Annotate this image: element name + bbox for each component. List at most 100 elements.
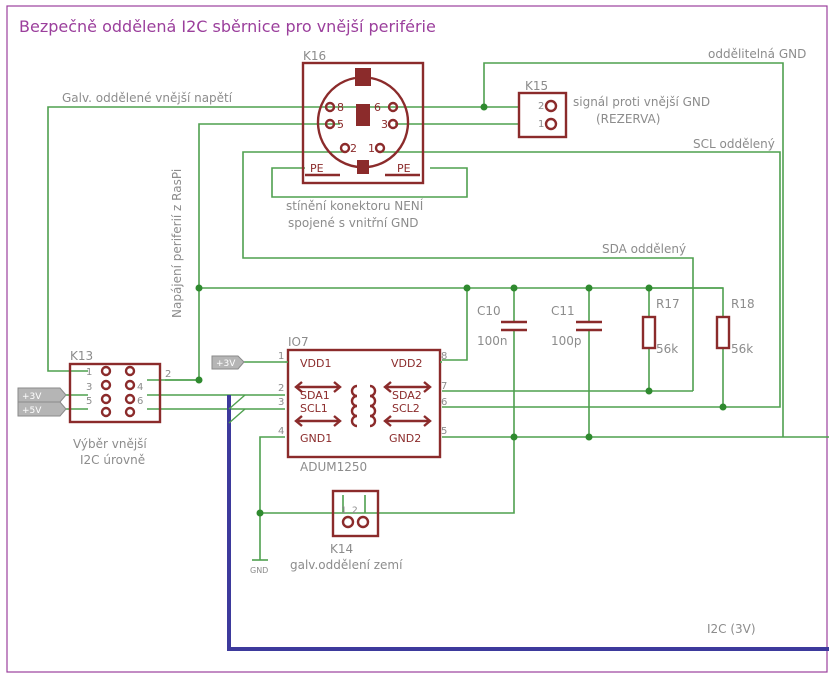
sheet-title: Bezpečně oddělená I2C sběrnice pro vnějš… [19, 17, 436, 36]
r18-resistor [715, 315, 731, 350]
io7-pin-2: 2 [278, 383, 284, 394]
sheet-frame [6, 5, 828, 673]
io7-vdd1: VDD1 [300, 357, 331, 370]
k13-label-2: 2 [165, 369, 171, 380]
io7-gnd2: GND2 [389, 432, 421, 445]
k16-connector [301, 61, 425, 185]
k13-pin-6 [124, 393, 136, 405]
junction [480, 103, 488, 111]
io7-arrowhead [333, 415, 342, 427]
wire-k16-pin5 [198, 123, 340, 288]
junction [195, 284, 203, 292]
k13-label-4: 4 [137, 382, 143, 393]
k13-pin-2 [124, 365, 136, 377]
io7-arrowhead [294, 415, 303, 427]
io7-arrowhead [383, 381, 392, 393]
k13-body [68, 362, 162, 424]
io7-arrowhead [423, 415, 432, 427]
junction [256, 509, 264, 517]
net-separable-gnd: oddělitelná GND [708, 47, 806, 61]
flag-3v-k13-label: +3V [22, 392, 42, 402]
wire-separable-gnd [483, 62, 784, 437]
wires [47, 62, 829, 561]
c10-capacitor [501, 320, 527, 332]
wire-r17-sda2 [442, 348, 650, 392]
junction [585, 284, 593, 292]
c10-ref: C10 [477, 304, 501, 318]
k16-key [355, 68, 371, 86]
flag-5v-k13-label: +5V [22, 406, 42, 416]
k14-label: galv.oddělení zemí [290, 558, 403, 572]
k14-jumper [331, 489, 380, 538]
bus-entry-scl [228, 408, 246, 424]
io7-arrowhead [333, 381, 342, 393]
io7-gnd1: GND1 [300, 432, 332, 445]
k13-label-6: 6 [137, 396, 143, 407]
k16-label-1: 1 [368, 142, 375, 155]
k16-pin-5 [324, 118, 336, 130]
k13-flags [17, 387, 67, 417]
flag-5v-k13 [17, 401, 67, 417]
k14-body [331, 489, 380, 538]
net-galv-supply: Galv. oddělené vnější napětí [62, 91, 233, 105]
wire-rail-vdd2 [442, 288, 468, 361]
k14-label-2: 2 [352, 506, 358, 516]
k15-pin-1 [544, 117, 558, 131]
junction [719, 403, 727, 411]
r17-resistor [641, 315, 657, 350]
io7-part: ADUM1250 [300, 460, 367, 474]
c11-ref: C11 [551, 304, 575, 318]
io7-arrowhead [294, 381, 303, 393]
k15-body [517, 91, 568, 139]
io7-pin-4: 4 [278, 426, 284, 437]
io7-chip [285, 348, 442, 459]
wire-scl [380, 151, 781, 408]
k16-label-6: 6 [374, 101, 381, 114]
k13-connector [68, 362, 162, 424]
k13-label-3: 3 [86, 382, 92, 393]
k16-pin-3 [387, 118, 399, 130]
r17-value: 56k [656, 342, 678, 356]
io7-pin-6: 6 [441, 397, 447, 408]
k13-pin-ring [100, 406, 112, 418]
io7-pin-1: 1 [278, 351, 284, 362]
junction [645, 284, 653, 292]
io7-pin-5: 5 [441, 426, 447, 437]
io7-sda1: SDA1 [300, 389, 330, 402]
k16-label-5: 5 [337, 118, 344, 131]
wire-gnd1 [259, 436, 285, 560]
k16-ref: K16 [303, 49, 326, 63]
k15-label-2: 2 [538, 101, 544, 112]
k15-label-line2: (REZERVA) [596, 112, 660, 126]
io7-body [286, 348, 442, 459]
junction [463, 284, 471, 292]
net-sda: SDA oddělený [602, 242, 686, 256]
k15-label-1: 1 [538, 119, 544, 130]
io7-scl2: SCL2 [392, 402, 420, 415]
k16-pin-6 [387, 101, 399, 113]
k16-note-line1: stínění konektoru NENÍ [286, 198, 424, 213]
io7-coil-right [369, 384, 377, 428]
k13-pin-4 [124, 379, 136, 391]
io7-pin-3: 3 [278, 397, 284, 408]
io7-vdd2: VDD2 [391, 357, 422, 370]
junction [585, 433, 593, 441]
net-scl: SCL oddělený [693, 137, 775, 151]
io7-pin-7: 7 [441, 381, 447, 392]
k16-pin-1 [374, 142, 386, 154]
k14-ref: K14 [330, 542, 353, 556]
k14-pin-2 [356, 515, 370, 529]
c11-value: 100p [551, 334, 582, 348]
flag-3v-io7 [211, 355, 245, 370]
r18-value: 56k [731, 342, 753, 356]
k14-label-1: 1 [341, 506, 347, 516]
c10-value: 100n [477, 334, 508, 348]
i2c-bus [227, 395, 829, 651]
k13-pin-5 [100, 393, 112, 405]
k15-connector [517, 91, 568, 139]
k13-ref: K13 [70, 349, 93, 363]
k13-pin-3 [100, 379, 112, 391]
k16-body [301, 61, 425, 185]
k16-center-pin [356, 104, 370, 126]
